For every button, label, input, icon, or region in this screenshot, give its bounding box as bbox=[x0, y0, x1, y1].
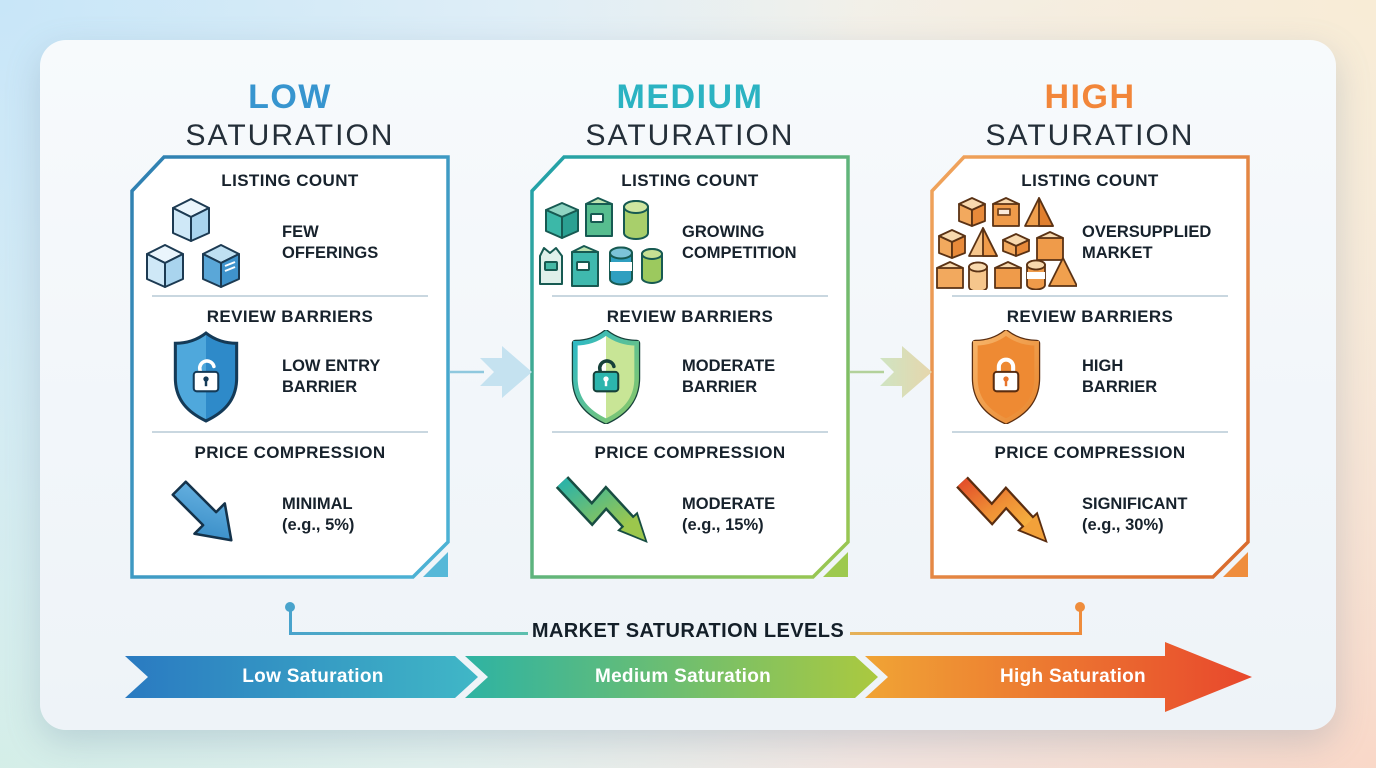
divider bbox=[552, 431, 828, 433]
divider bbox=[552, 295, 828, 297]
column-medium-saturation: MEDIUM SATURATION LISTING COUNT bbox=[530, 78, 850, 579]
medium-review-value: MODERATE BARRIER bbox=[682, 356, 776, 396]
high-price-header: PRICE COMPRESSION bbox=[994, 443, 1186, 462]
medium-price-row: MODERATE (e.g., 15%) bbox=[530, 463, 850, 567]
low-listing-header: LISTING COUNT bbox=[221, 171, 359, 190]
medium-price-value: MODERATE (e.g., 15%) bbox=[682, 494, 776, 534]
card-high: LISTING COUNT bbox=[930, 155, 1250, 579]
high-review-row: HIGH BARRIER bbox=[930, 327, 1250, 427]
connector-dot-right bbox=[1075, 602, 1085, 612]
connector-line-right-horizontal bbox=[850, 632, 1080, 635]
low-level-label: LOW bbox=[248, 78, 332, 116]
medium-saturation-word: SATURATION bbox=[585, 119, 795, 152]
medium-level-label: MEDIUM bbox=[616, 78, 764, 116]
high-price-row: SIGNIFICANT (e.g., 30%) bbox=[930, 463, 1250, 567]
high-review-value: HIGH BARRIER bbox=[1082, 356, 1158, 396]
divider bbox=[152, 431, 428, 433]
connector-line-left-horizontal bbox=[290, 632, 528, 635]
high-saturation-word: SATURATION bbox=[985, 119, 1195, 152]
shield-lock-icon bbox=[930, 330, 1082, 424]
flow-arrow-low-to-medium bbox=[450, 343, 534, 401]
oversupplied-products-icon bbox=[930, 196, 1082, 290]
low-price-row: MINIMAL (e.g., 5%) bbox=[130, 463, 450, 567]
bar-segment-medium: Medium Saturation bbox=[594, 666, 772, 687]
high-price-value: SIGNIFICANT (e.g., 30%) bbox=[1082, 494, 1188, 534]
high-listing-header: LISTING COUNT bbox=[1021, 171, 1159, 190]
medium-listing-row: GROWING COMPETITION bbox=[530, 195, 850, 291]
shield-lock-icon bbox=[530, 330, 682, 424]
medium-review-header: REVIEW BARRIERS bbox=[606, 307, 774, 326]
products-icon bbox=[530, 196, 682, 290]
low-review-header: REVIEW BARRIERS bbox=[206, 307, 374, 326]
medium-price-header: PRICE COMPRESSION bbox=[594, 443, 786, 462]
low-listing-value: FEW OFFERINGS bbox=[282, 222, 379, 262]
bar-segment-high: High Saturation bbox=[1000, 666, 1146, 687]
footer-title: MARKET SATURATION LEVELS bbox=[531, 620, 845, 642]
card-high-frame bbox=[930, 155, 1250, 579]
low-listing-row: FEW OFFERINGS bbox=[130, 195, 450, 291]
saturation-gradient-arrow bbox=[125, 638, 1257, 718]
column-low-saturation: LOW SATURATION LISTING COUNT bbox=[130, 78, 450, 579]
connector-line-right-vertical bbox=[1079, 611, 1082, 635]
connector-line-left-vertical bbox=[289, 611, 292, 635]
infographic-panel: LOW SATURATION LISTING COUNT bbox=[40, 40, 1336, 730]
divider bbox=[952, 431, 1228, 433]
medium-listing-value: GROWING COMPETITION bbox=[682, 222, 797, 262]
connector-dot-left bbox=[285, 602, 295, 612]
bar-segment-low: Low Saturation bbox=[242, 666, 384, 687]
zigzag-down-arrow-icon bbox=[530, 469, 682, 561]
zigzag-down-arrow-icon bbox=[930, 469, 1082, 561]
low-price-header: PRICE COMPRESSION bbox=[194, 443, 386, 462]
low-price-value: MINIMAL (e.g., 5%) bbox=[282, 494, 355, 534]
boxes-icon bbox=[130, 196, 282, 290]
divider bbox=[952, 295, 1228, 297]
down-trend-arrow-icon bbox=[130, 469, 282, 561]
high-listing-row: OVERSUPPLIED MARKET bbox=[930, 195, 1250, 291]
medium-review-row: MODERATE BARRIER bbox=[530, 327, 850, 427]
medium-listing-header: LISTING COUNT bbox=[621, 171, 759, 190]
card-medium: LISTING COUNT bbox=[530, 155, 850, 579]
high-review-header: REVIEW BARRIERS bbox=[1006, 307, 1174, 326]
shield-lock-icon bbox=[130, 330, 282, 424]
low-review-value: LOW ENTRY BARRIER bbox=[282, 356, 381, 396]
low-review-row: LOW ENTRY BARRIER bbox=[130, 327, 450, 427]
card-low: LISTING COUNT bbox=[130, 155, 450, 579]
low-saturation-word: SATURATION bbox=[185, 119, 395, 152]
flow-arrow-medium-to-high bbox=[850, 343, 934, 401]
high-level-label: HIGH bbox=[1044, 78, 1136, 116]
divider bbox=[152, 295, 428, 297]
high-listing-value: OVERSUPPLIED MARKET bbox=[1082, 222, 1212, 262]
column-high-saturation: HIGH SATURATION LISTING COUNT bbox=[930, 78, 1250, 579]
